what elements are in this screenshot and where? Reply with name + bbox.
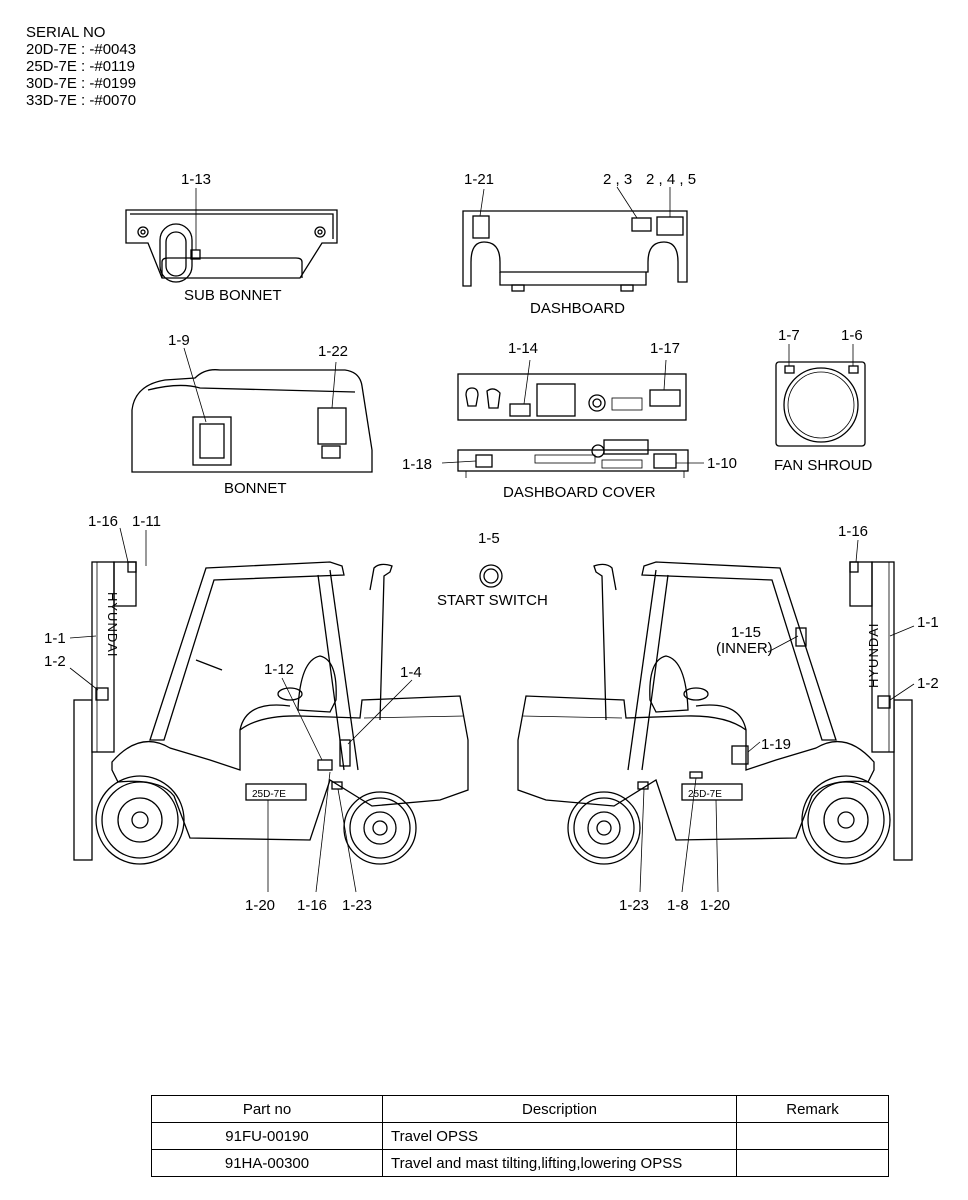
- decal-1-6-marker: [848, 365, 859, 374]
- serial-line: 25D-7E : -#0119: [26, 58, 135, 75]
- caption-bonnet: BONNET: [224, 480, 287, 497]
- remark-cell: [736, 1149, 889, 1177]
- header-description: Description: [382, 1095, 737, 1123]
- sub-bonnet-part: [125, 188, 338, 283]
- brand-decal-right: HYUNDAI: [866, 622, 881, 688]
- callout-right-1-2: 1-2: [917, 675, 939, 692]
- callout-left-1-16: 1-16: [88, 513, 118, 530]
- caption-sub-bonnet: SUB BONNET: [184, 287, 282, 304]
- model-decal-left: 25D-7E: [252, 789, 286, 800]
- decal-1-19-marker: [731, 745, 749, 765]
- header-part-no: Part no: [151, 1095, 383, 1123]
- callout-1-18: 1-18: [402, 456, 432, 473]
- decal-1-16-top-right-marker: [849, 561, 859, 573]
- part-no-cell: 91HA-00300: [151, 1149, 383, 1177]
- bonnet-part: [131, 347, 373, 473]
- dashboard-panel-part: [457, 359, 687, 421]
- decal-1-18-marker: [475, 454, 493, 468]
- dashboard-cover-part: [441, 439, 704, 478]
- table-header-row: Part no Description Remark: [151, 1095, 889, 1123]
- parts-table: Part no Description Remark 91FU-00190 Tr…: [151, 1095, 889, 1177]
- part-no-cell: 91FU-00190: [151, 1122, 383, 1150]
- decal-1-10-marker: [653, 453, 677, 469]
- description-cell: Travel and mast tilting,lifting,lowering…: [382, 1149, 737, 1177]
- decal-1-8-marker: [689, 771, 703, 779]
- callout-right-1-1: 1-1: [917, 614, 939, 631]
- decal-1-12-marker: [317, 759, 333, 771]
- callout-1-5: 1-5: [478, 530, 500, 547]
- table-row: 91HA-00300 Travel and mast tilting,lifti…: [151, 1149, 889, 1177]
- description-cell: Travel OPSS: [382, 1122, 737, 1150]
- decal-1-16-top-left-marker: [127, 561, 137, 573]
- decal-1-2-right-marker: [877, 695, 891, 709]
- caption-fan-shroud: FAN SHROUD: [774, 457, 873, 474]
- model-decal-right-marker: [681, 783, 743, 801]
- decal-2-3-marker: [631, 217, 652, 232]
- dashboard-part: [462, 186, 688, 292]
- callout-1-7: 1-7: [778, 327, 800, 344]
- callout-right-1-16: 1-16: [838, 523, 868, 540]
- decal-1-17-marker: [649, 389, 681, 407]
- callout-left-1-4: 1-4: [400, 664, 422, 681]
- callout-1-17: 1-17: [650, 340, 680, 357]
- callout-left-1-2: 1-2: [44, 653, 66, 670]
- callout-right-1-15: 1-15: [731, 624, 761, 641]
- callout-1-9: 1-9: [168, 332, 190, 349]
- start-switch-part: [479, 564, 503, 588]
- callout-1-14: 1-14: [508, 340, 538, 357]
- callout-left-bottom-1-23: 1-23: [342, 897, 372, 914]
- decal-2-4-5-marker: [656, 216, 684, 236]
- serial-line: 20D-7E : -#0043: [26, 41, 137, 58]
- callout-left-1-12: 1-12: [264, 661, 294, 678]
- caption-dashboard-cover: DASHBOARD COVER: [503, 484, 656, 501]
- serial-line: 30D-7E : -#0199: [26, 75, 137, 92]
- callout-1-6: 1-6: [841, 327, 863, 344]
- callout-1-21: 1-21: [464, 171, 494, 188]
- brand-decal-left: HYUNDAI: [105, 592, 120, 658]
- decal-1-23-right-marker: [637, 781, 649, 790]
- callout-left-bottom-1-16: 1-16: [297, 897, 327, 914]
- callout-left-1-1: 1-1: [44, 630, 66, 647]
- serial-line: 33D-7E : -#0070: [26, 92, 137, 109]
- table-row: 91FU-00190 Travel OPSS: [151, 1122, 889, 1150]
- forklift-left-view: HYUNDAI 25D-7E: [69, 527, 469, 893]
- serial-number-block: SERIAL NO 20D-7E : -#0043 25D-7E : -#011…: [26, 24, 136, 109]
- callout-right-bottom-1-20: 1-20: [700, 897, 730, 914]
- callout-right-bottom-1-23: 1-23: [619, 897, 649, 914]
- callout-1-22: 1-22: [318, 343, 348, 360]
- model-decal-left-marker: [245, 783, 307, 801]
- callout-right-1-19: 1-19: [761, 736, 791, 753]
- callout-left-1-11: 1-11: [132, 513, 161, 530]
- forklift-right-view: HYUNDAI 25D-7E: [517, 539, 915, 893]
- decal-1-14-marker: [509, 403, 531, 417]
- callout-left-bottom-1-20: 1-20: [245, 897, 275, 914]
- serial-title: SERIAL NO: [26, 24, 106, 41]
- decal-1-21-marker: [472, 215, 490, 239]
- callout-right-bottom-1-8: 1-8: [667, 897, 689, 914]
- decal-1-4-marker: [339, 739, 351, 767]
- callout-right-inner: (INNER): [716, 640, 773, 657]
- remark-cell: [736, 1122, 889, 1150]
- caption-dashboard: DASHBOARD: [530, 300, 625, 317]
- decal-1-7-marker: [784, 365, 795, 374]
- callout-2-4-5: 2 , 4 , 5: [646, 171, 696, 188]
- model-decal-right: 25D-7E: [688, 789, 722, 800]
- decal-1-23-left-marker: [331, 781, 343, 790]
- caption-start-switch: START SWITCH: [437, 592, 548, 609]
- decal-1-2-left-marker: [95, 687, 109, 701]
- decal-1-22-marker: [317, 407, 347, 445]
- callout-2-3: 2 , 3: [603, 171, 632, 188]
- header-remark: Remark: [736, 1095, 889, 1123]
- fan-shroud-part: [775, 344, 866, 447]
- decal-1-9-marker: [192, 416, 232, 466]
- decal-1-13-marker: [190, 249, 201, 260]
- callout-1-13: 1-13: [181, 171, 211, 188]
- callout-1-10: 1-10: [707, 455, 737, 472]
